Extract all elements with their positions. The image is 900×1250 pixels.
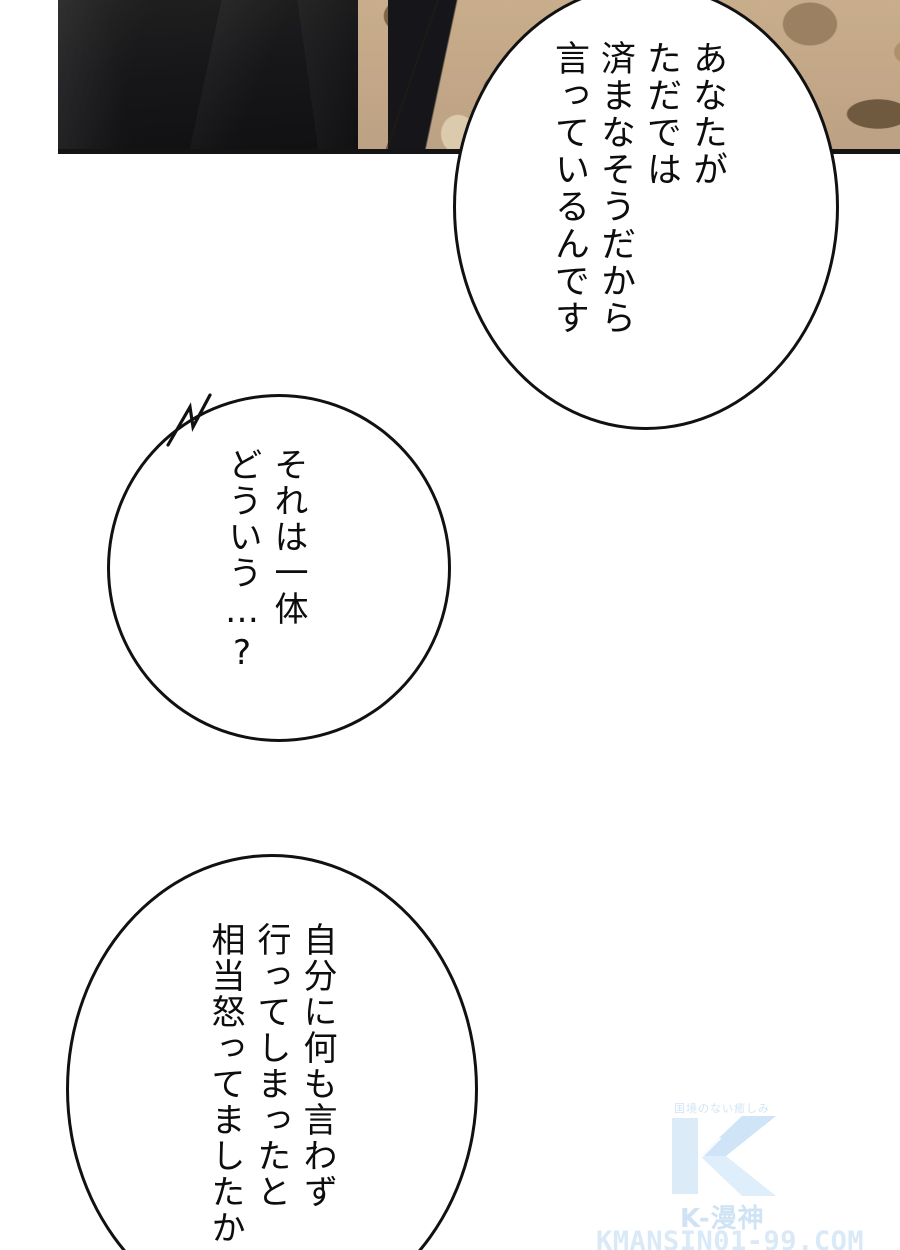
watermark: 国境のない癒しみ K-漫神 KMANSIN01-99.COM <box>596 1098 896 1250</box>
bubble-2-column-1: それは一体 <box>268 447 308 628</box>
watermark-tagline: 国境のない癒しみ <box>674 1102 770 1115</box>
bubble-2-column-2: どういう…? <box>222 447 262 676</box>
speech-bubble-3-text: 自分に何も言わず 行ってしまったと 相当怒ってましたか <box>196 922 337 1247</box>
watermark-brand: K-漫神 <box>680 1204 765 1234</box>
bubble-1-column-3: 済まなそうだから <box>595 40 635 337</box>
speech-bubble-1-text: あなたが ただでは 済まなそうだから 言っているんです <box>540 40 727 337</box>
bubble-1-column-2: ただでは <box>641 40 681 189</box>
bubble-3-column-1: 自分に何も言わず <box>297 922 337 1211</box>
bubble-3-column-3: 相当怒ってましたか <box>205 922 245 1247</box>
bubble-tail-notch-icon <box>166 393 212 447</box>
bubble-1-column-4: 言っているんです <box>549 40 589 337</box>
speech-bubble-2 <box>107 393 451 742</box>
bubble-3-column-2: 行ってしまったと <box>251 922 291 1211</box>
speech-bubble-3 <box>66 854 478 1250</box>
watermark-k-logo-icon <box>672 1116 776 1196</box>
watermark-domain: KMANSIN01-99.COM <box>596 1226 865 1250</box>
speech-bubble-2-text: それは一体 どういう…? <box>213 447 308 676</box>
speech-bubble-1 <box>453 0 839 430</box>
bubble-1-column-1: あなたが <box>687 40 727 189</box>
